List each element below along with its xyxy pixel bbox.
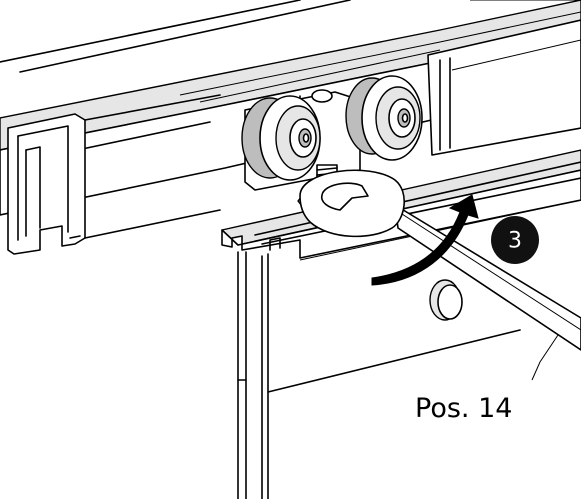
step-badge: 3 <box>491 216 539 264</box>
door-stopper <box>429 279 463 321</box>
glass-panel <box>237 199 581 499</box>
wall-background-lines <box>0 0 581 73</box>
callout-leader-line <box>531 334 559 381</box>
rotation-arrow-shape <box>371 194 479 286</box>
step-number: 3 <box>508 229 522 254</box>
wrench-tool <box>299 169 581 351</box>
right-roller <box>345 75 423 161</box>
part-label: Pos. 14 <box>415 393 512 424</box>
rotation-arrow <box>371 194 479 286</box>
step-badge-circle <box>491 216 539 264</box>
rail-right-segment <box>427 19 581 156</box>
left-roller <box>241 95 321 181</box>
part-callout: Pos. 14 <box>415 334 559 424</box>
rail-end-profile <box>7 94 221 255</box>
